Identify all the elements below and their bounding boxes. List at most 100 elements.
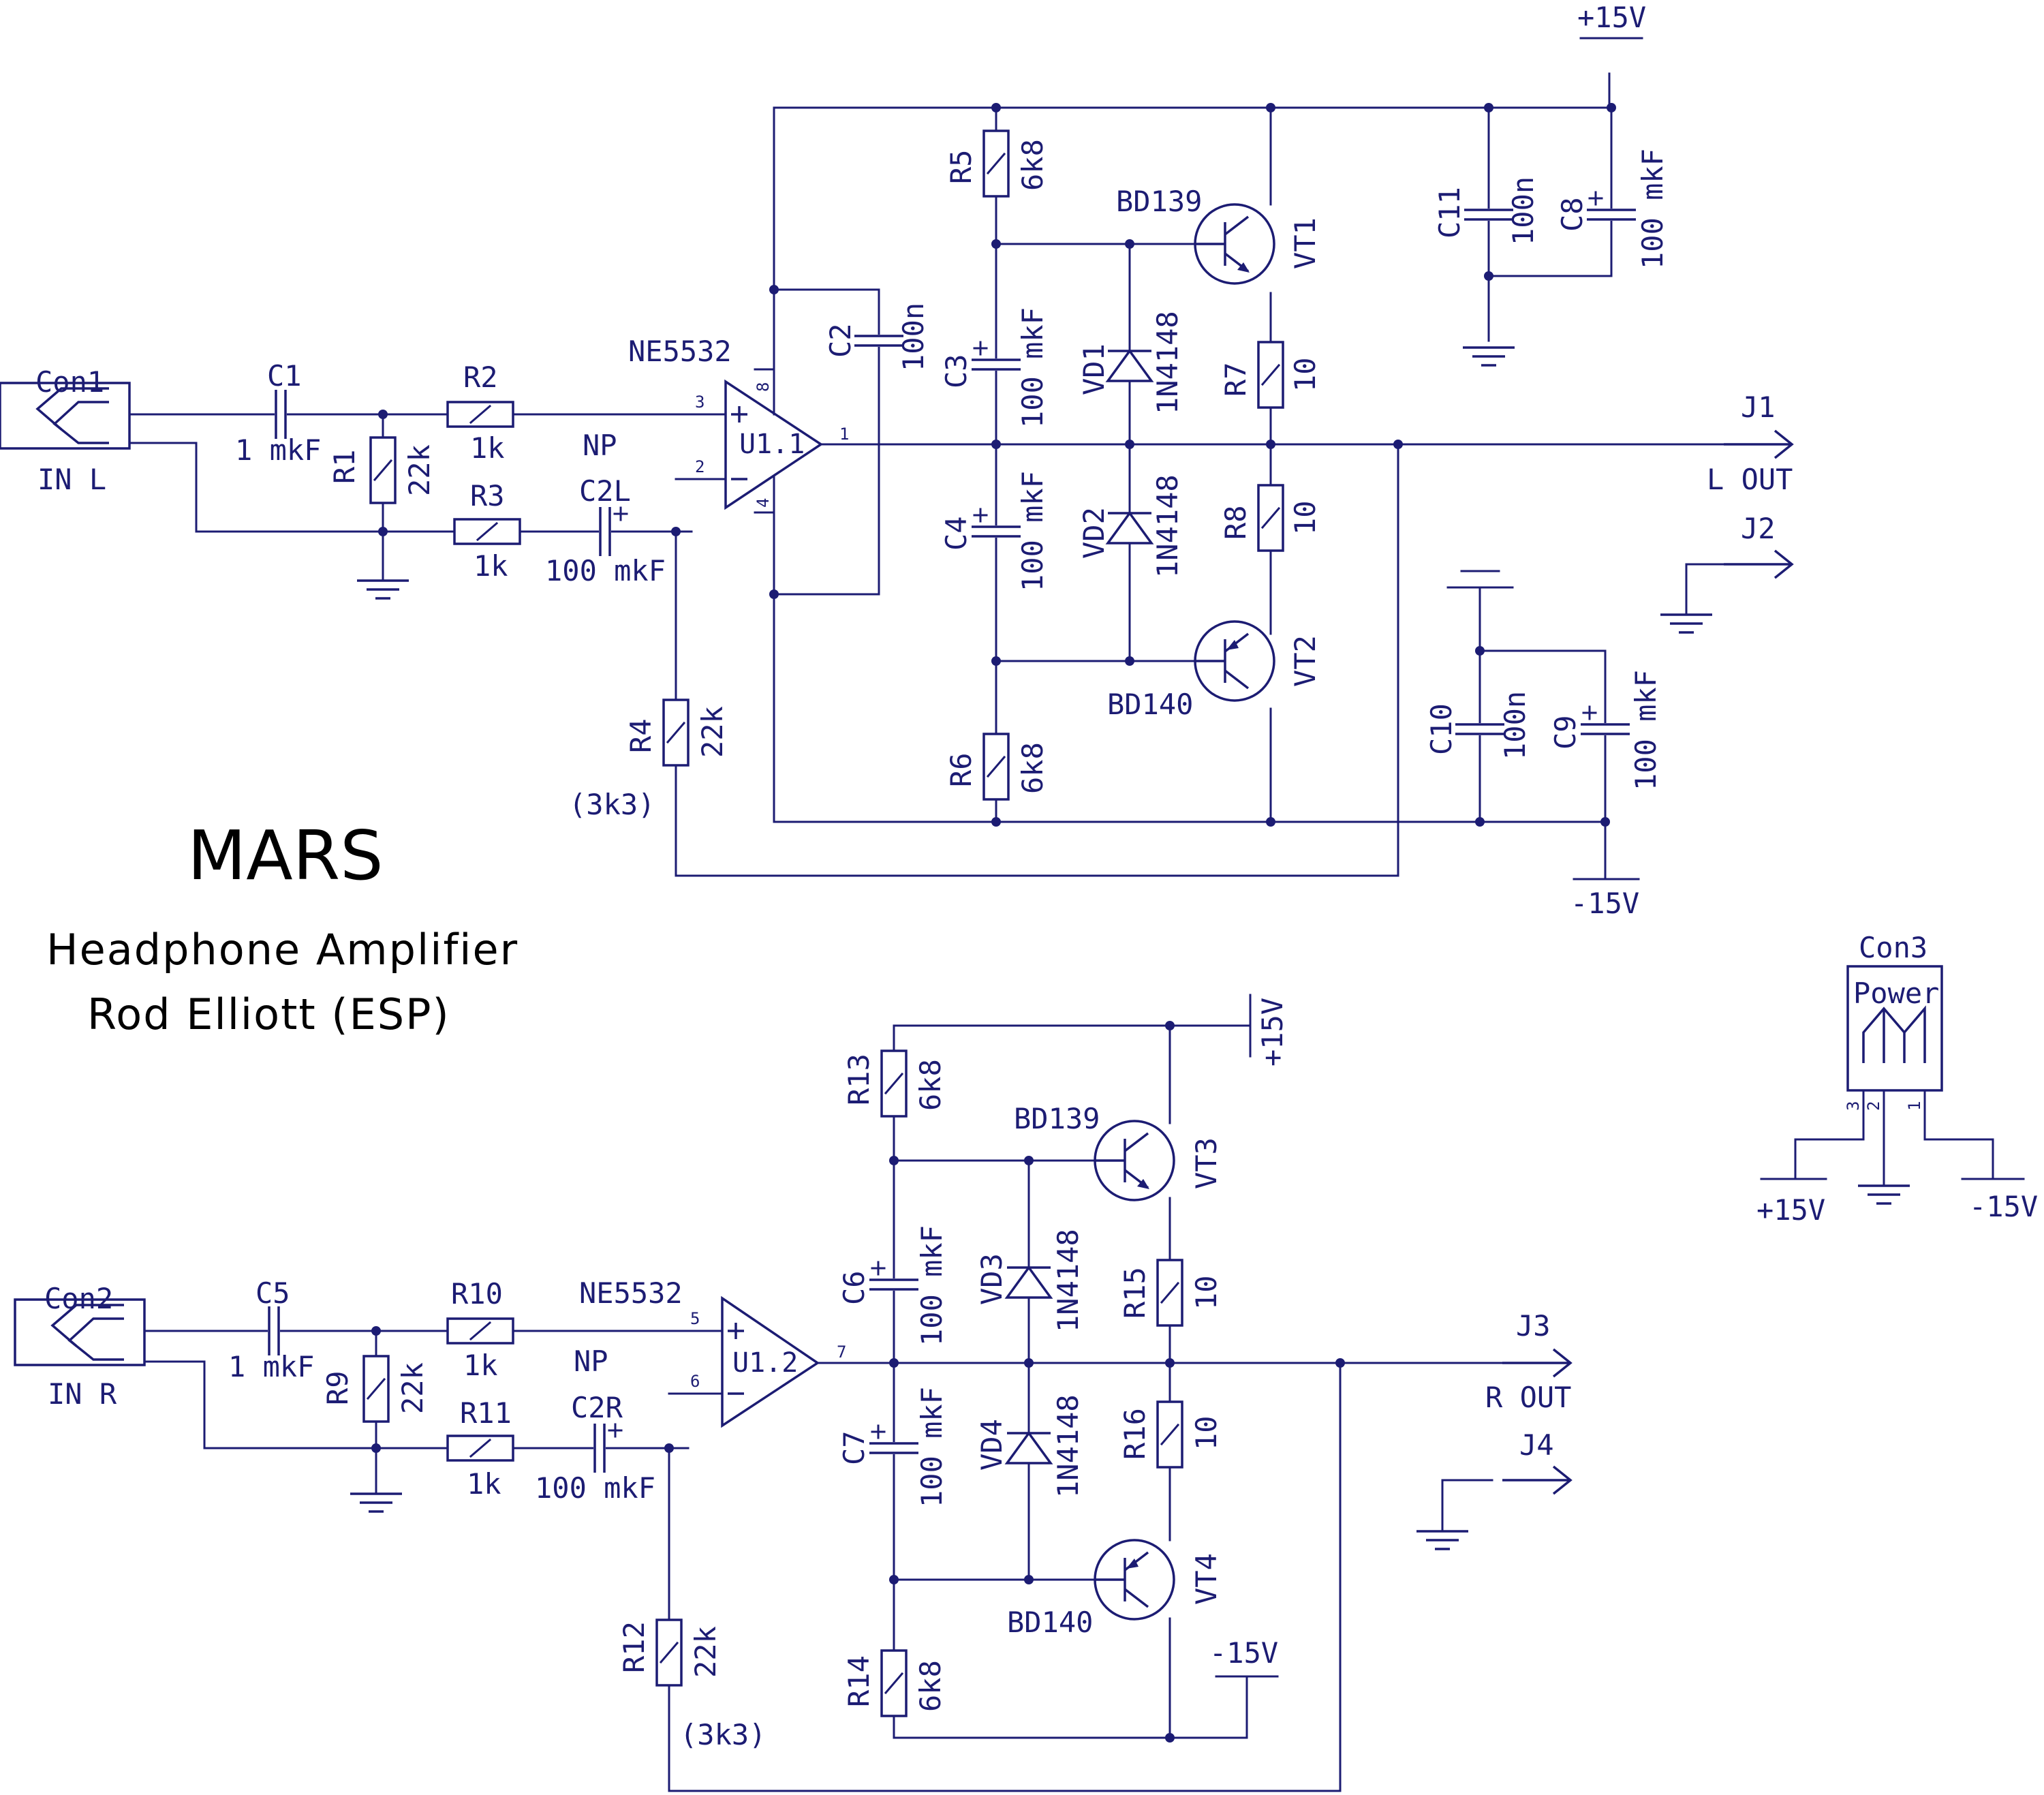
r11-ref: R11 (460, 1396, 512, 1430)
c2l-capacitor: C2L 100 mkF (545, 474, 666, 587)
r1-ref: R1 (328, 449, 361, 484)
u1-2-part: NE5532 (579, 1276, 683, 1310)
c3-capacitor: C3 100 mkF (940, 307, 1049, 428)
c4-capacitor: C4 100 mkF (940, 471, 1049, 592)
right-rail-pos-label: +15V (1256, 998, 1289, 1067)
c4-value: 100 mkF (1016, 471, 1049, 592)
c2-ref: C2 (824, 323, 857, 358)
title-line2: Rod Elliott (ESP) (87, 989, 450, 1039)
r4-resistor: R4 22k (3k3) (569, 699, 729, 821)
c4-ref: C4 (940, 516, 973, 551)
j1-ref: J1 (1741, 390, 1776, 424)
r3-value: 1k (474, 549, 508, 583)
r16-ref: R16 (1118, 1408, 1151, 1460)
c10-capacitor: C10 100n (1425, 691, 1532, 760)
r9-resistor: R9 22k (321, 1355, 429, 1513)
c1-ref: C1 (267, 359, 302, 393)
c8-ref: C8 (1555, 197, 1589, 232)
u1-1-pin-vee: 4 (754, 498, 773, 508)
vd3-diode: VD3 1N4148 (975, 1229, 1085, 1332)
u1-1-ref: U1.1 (739, 429, 805, 460)
right-rail-neg-label: -15V (1209, 1636, 1278, 1670)
c7-value: 100 mkF (915, 1387, 948, 1507)
c1-capacitor: C1 1 mkF (235, 359, 321, 467)
c7-capacitor: C7 100 mkF (837, 1387, 948, 1507)
vd2-value: 1N4148 (1151, 474, 1184, 578)
title-line1: Headphone Amplifier (46, 925, 518, 975)
power-connector: Con3 Power 3 2 1 +15V -15V (1756, 931, 2038, 1227)
j3-ref: J3 (1516, 1309, 1551, 1343)
vt4-transistor: BD140 VT4 (1007, 1539, 1223, 1639)
r11-value: 1k (467, 1467, 501, 1501)
j2-ref: J2 (1741, 512, 1776, 545)
r7-value: 10 (1288, 357, 1322, 392)
con3-pin2: 2 (1864, 1101, 1883, 1111)
vd4-ref: VD4 (975, 1419, 1008, 1471)
u1-1-pin-minus: 2 (695, 457, 704, 476)
con1-ref: Con1 (35, 365, 104, 399)
r15-ref: R15 (1118, 1267, 1151, 1319)
r8-ref: R8 (1219, 505, 1252, 540)
r5-value: 6k8 (1016, 139, 1049, 191)
j4-ref: J4 (1519, 1428, 1554, 1462)
left-rail-pos-label: +15V (1577, 1, 1646, 34)
vd3-value: 1N4148 (1051, 1229, 1085, 1332)
con3-pin1: 1 (1905, 1101, 1924, 1111)
r2-ref: R2 (463, 360, 498, 394)
c2l-ref: C2L (579, 474, 631, 508)
r5-ref: R5 (944, 149, 978, 184)
u1-1-pin-out: 1 (839, 425, 849, 444)
j2-output: J2 (1659, 512, 1793, 634)
r9-value: 22k (396, 1362, 429, 1414)
r16-resistor: R16 10 (1118, 1400, 1223, 1469)
r13-value: 6k8 (914, 1059, 947, 1111)
con3-pin3: 3 (1844, 1101, 1863, 1111)
vd1-ref: VD1 (1077, 343, 1111, 395)
u1-2-pin-out: 7 (837, 1343, 846, 1362)
opamp-u1-1: U1.1 NE5532 3 2 1 8 4 (628, 335, 849, 510)
c8-capacitor: C8 100 mkF (1555, 149, 1669, 269)
j1-output: J1 L OUT (1707, 390, 1793, 496)
left-input-connector: Con1 IN L (0, 365, 131, 496)
r5-resistor: R5 6k8 (944, 129, 1049, 198)
r1-resistor: R1 22k (328, 436, 436, 600)
con2-label: IN R (48, 1377, 117, 1411)
r14-resistor: R14 6k8 (842, 1649, 947, 1717)
c11-value: 100n (1506, 177, 1540, 245)
r12-value: 22k (689, 1626, 722, 1678)
title-main: MARS (187, 816, 384, 895)
r15-resistor: R15 10 (1118, 1259, 1223, 1327)
c1-value: 1 mkF (235, 433, 321, 467)
c11-capacitor: C11 100n (1433, 177, 1540, 367)
con1-label: IN L (37, 463, 106, 496)
r10-resistor: R10 1k (446, 1277, 514, 1382)
u1-1-pin-plus: 3 (695, 393, 704, 412)
vd2-diode: VD2 1N4148 (1077, 474, 1184, 578)
vt3-part: BD139 (1014, 1102, 1100, 1135)
c2r-value: 100 mkF (535, 1471, 655, 1505)
r16-value: 10 (1190, 1415, 1223, 1450)
vt2-ref: VT2 (1288, 635, 1322, 687)
vt4-part: BD140 (1007, 1606, 1093, 1639)
right-input-connector: Con2 IN R (14, 1282, 146, 1411)
r1-value: 22k (403, 444, 436, 496)
c3-ref: C3 (940, 354, 973, 388)
vt2-transistor: BD140 VT2 (1107, 620, 1322, 721)
j3-label: R OUT (1485, 1381, 1571, 1414)
c10-value: 100n (1498, 691, 1532, 760)
title-block: MARS Headphone Amplifier Rod Elliott (ES… (46, 816, 518, 1039)
vt1-part: BD139 (1116, 185, 1202, 218)
c5-ref: C5 (256, 1276, 290, 1310)
vt3-ref: VT3 (1190, 1137, 1223, 1189)
c6-value: 100 mkF (915, 1225, 948, 1346)
j1-label: L OUT (1707, 463, 1793, 496)
r11-resistor: R11 1k (446, 1396, 514, 1501)
c2l-value: 100 mkF (545, 554, 666, 587)
r7-ref: R7 (1219, 362, 1252, 397)
con2-ref: Con2 (44, 1282, 113, 1315)
c9-value: 100 mkF (1629, 670, 1662, 791)
c5-value: 1 mkF (228, 1350, 314, 1383)
c9-ref: C9 (1549, 715, 1582, 750)
left-np-label: NP (583, 429, 617, 462)
